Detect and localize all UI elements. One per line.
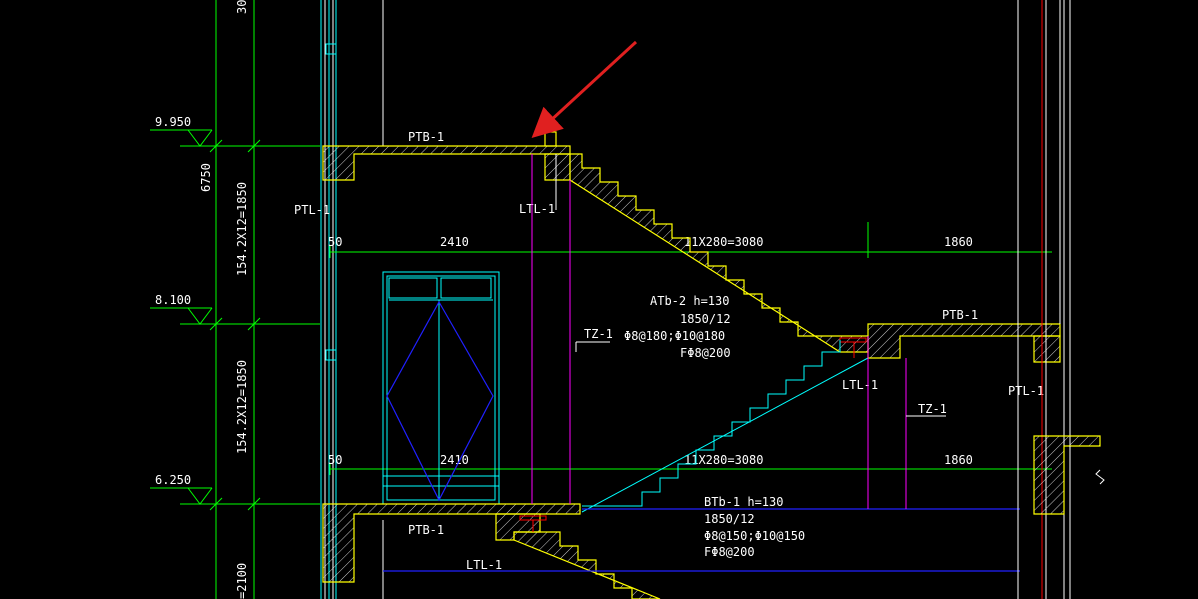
elevation-label: 8.100 bbox=[155, 293, 191, 307]
dim-50: 50 bbox=[328, 453, 342, 467]
dim-bottom: =2100 bbox=[235, 563, 249, 599]
dim-6750: 6750 bbox=[199, 163, 213, 192]
drawing-text: 1850/12 bbox=[704, 512, 755, 526]
drawing-text: ATb-2 h=130 bbox=[650, 294, 729, 308]
dim-steps: 11X280=3080 bbox=[684, 235, 763, 249]
elevation-label: 9.950 bbox=[155, 115, 191, 129]
elevation-marker-9950: 9.950 bbox=[150, 115, 213, 147]
label-ltl-bottom: LTL-1 bbox=[466, 558, 502, 572]
lower-landing-slab bbox=[322, 503, 661, 599]
left-wall bbox=[320, 0, 384, 599]
btb-annotation: BTb-1 h=130 1850/12 Φ8@150;Φ10@150 FΦ8@2… bbox=[704, 495, 805, 559]
dim-1860: 1860 bbox=[944, 453, 973, 467]
elevation-marker-8100: 8.100 bbox=[150, 293, 213, 325]
annotation-arrow bbox=[531, 40, 638, 139]
label-ltl-mid: LTL-1 bbox=[842, 378, 878, 392]
elevation-label: 6.250 bbox=[155, 473, 191, 487]
lower-flight-stairs bbox=[581, 340, 869, 513]
label-tz-left: TZ-1 bbox=[584, 327, 613, 341]
dim-2410: 2410 bbox=[440, 453, 469, 467]
label-ltl-top: LTL-1 bbox=[519, 202, 555, 216]
drawing-text: FΦ8@200 bbox=[704, 545, 755, 559]
label-ptl-right: PTL-1 bbox=[1008, 384, 1044, 398]
dim-flight-lower: 154.2X12=1850 bbox=[235, 360, 249, 454]
dim-50: 50 bbox=[328, 235, 342, 249]
dim-top-30: 30 bbox=[235, 0, 249, 14]
drawing-text: FΦ8@200 bbox=[680, 346, 731, 360]
label-tz-right: TZ-1 bbox=[918, 402, 947, 416]
drawing-text: BTb-1 h=130 bbox=[704, 495, 783, 509]
door bbox=[382, 271, 500, 505]
dim-2410: 2410 bbox=[440, 235, 469, 249]
atb-annotation: ATb-2 h=130 1850/12 Φ8@180;Φ10@180 FΦ8@2… bbox=[624, 294, 731, 360]
columns-tz bbox=[531, 154, 946, 509]
right-wall bbox=[1017, 0, 1105, 599]
drawing-text: Φ8@150;Φ10@150 bbox=[704, 529, 805, 543]
drawing-text: 1850/12 bbox=[680, 312, 731, 326]
vertical-dimension-lines bbox=[180, 0, 320, 599]
label-ptb-bottom: PTB-1 bbox=[408, 523, 444, 537]
label-ptl-left: PTL-1 bbox=[294, 203, 330, 217]
dim-steps: 11X280=3080 bbox=[684, 453, 763, 467]
upper-flight-stairs bbox=[569, 153, 1061, 363]
upper-landing-slab bbox=[322, 131, 571, 181]
dim-flight-upper: 154.2X12=1850 bbox=[235, 182, 249, 276]
dim-1860: 1860 bbox=[944, 235, 973, 249]
elevation-marker-6250: 6.250 bbox=[150, 473, 213, 505]
label-ptb-top: PTB-1 bbox=[408, 130, 444, 144]
label-ptb-mid: PTB-1 bbox=[942, 308, 978, 322]
beam-lines bbox=[383, 508, 1020, 572]
drawing-text: Φ8@180;Φ10@180 bbox=[624, 329, 725, 343]
